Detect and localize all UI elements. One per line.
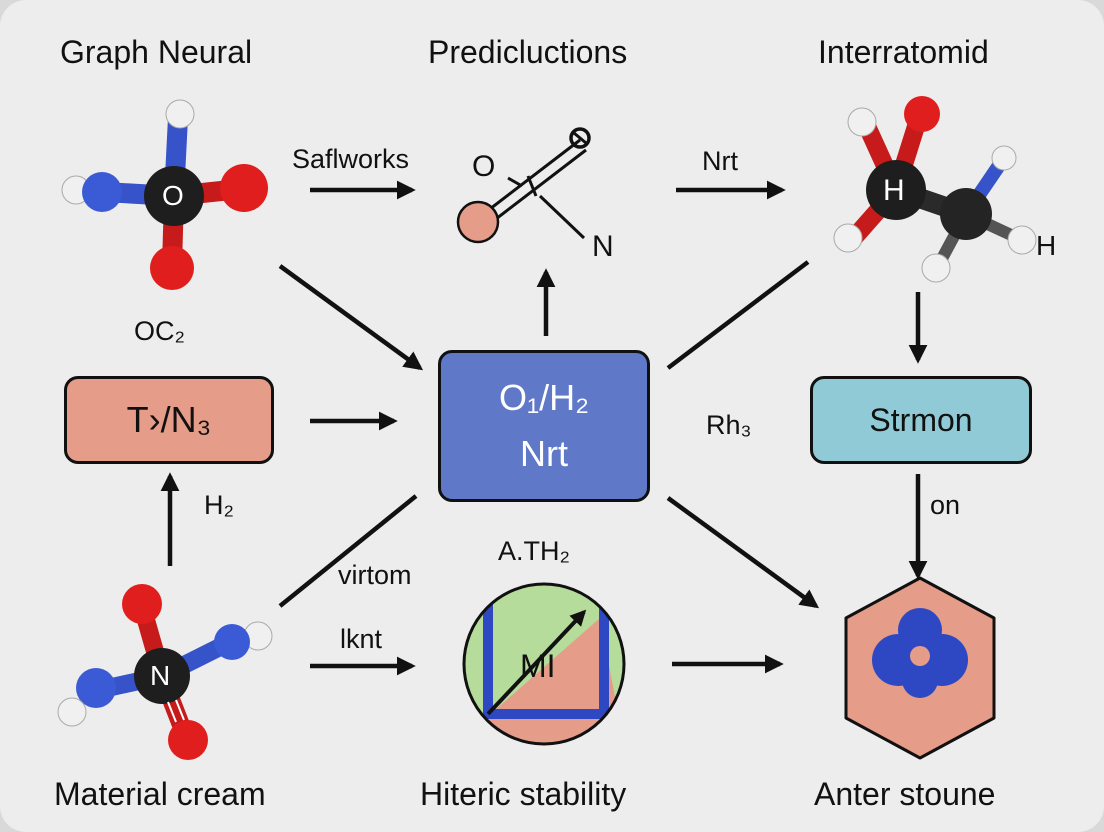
blob-icon: [872, 608, 968, 698]
arrow-center-to-anter: [666, 496, 820, 609]
atom-label-o: O: [162, 180, 184, 211]
label-virtom: virtom: [338, 560, 412, 590]
heading-hiteric-stability: Hiteric stability: [420, 776, 627, 812]
arrow-topleft-to-center: [278, 264, 424, 371]
node-box-center-line1: O₁/H₂: [498, 377, 590, 418]
atom-label-pred-n: N: [592, 230, 614, 263]
atom-label-h-side: H: [1036, 230, 1057, 261]
atom-label-n: N: [150, 660, 171, 691]
node-box-strmon-label: Strmon: [869, 401, 973, 438]
label-h2: H₂: [204, 490, 234, 520]
label-oc2: OC₂: [134, 316, 185, 346]
label-knt: lknt: [340, 624, 383, 654]
heading-interratomid: Interratomid: [818, 34, 989, 70]
node-box-left-label: T›/N₃: [126, 399, 212, 440]
label-rh3: Rh₃: [706, 410, 752, 440]
label-ath2: A.TH₂: [498, 536, 570, 566]
label-on: on: [930, 490, 961, 520]
heading-anter-stoune: Anter stoune: [814, 776, 996, 812]
label-saflworks: Saflworks: [292, 144, 410, 174]
chart-label-mi: MI: [520, 648, 556, 684]
heading-predictions: Predicluctions: [428, 34, 628, 70]
heading-material-cream: Material cream: [54, 776, 266, 812]
line-material-to-center: [278, 494, 418, 608]
node-box-center-line2: Nrt: [520, 433, 568, 474]
atom-label-pred-o: O: [472, 150, 496, 183]
label-nrt-top: Nrt: [702, 146, 738, 176]
line-center-to-topright: [666, 260, 810, 370]
heading-graph-neural: Graph Neural: [60, 34, 253, 70]
node-box-center: O₁/H₂ Nrt: [438, 350, 650, 502]
atom-label-h-center: H: [883, 174, 905, 207]
node-box-left: T›/N₃: [64, 376, 274, 464]
node-box-strmon: Strmon: [810, 376, 1032, 464]
